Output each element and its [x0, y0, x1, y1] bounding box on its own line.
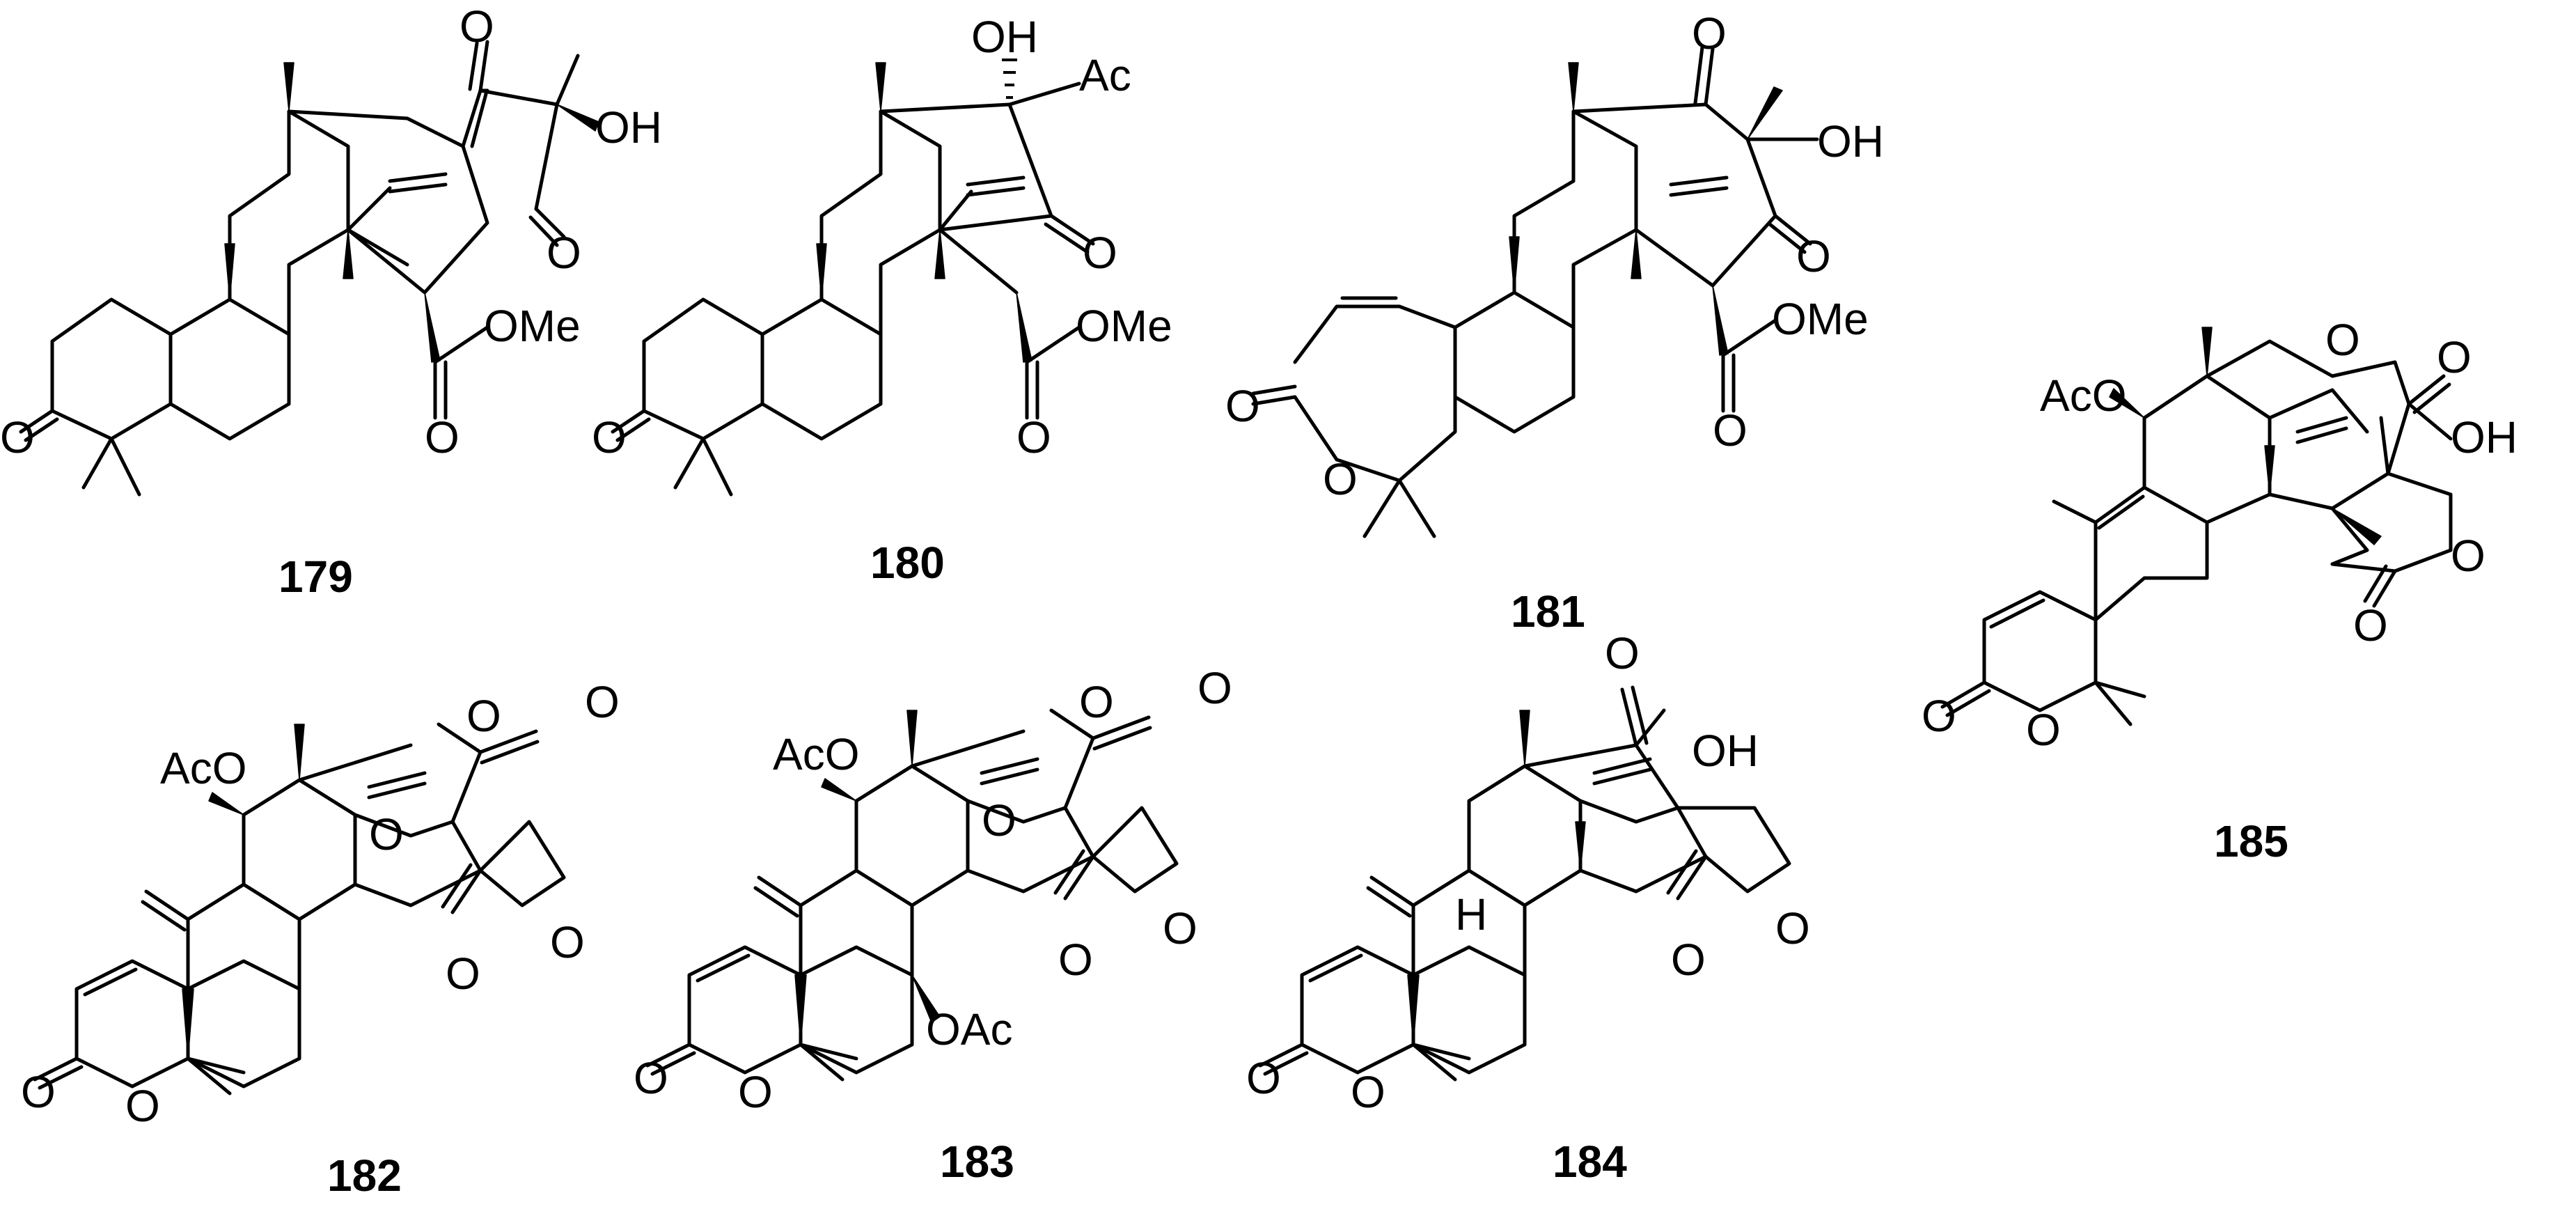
- compound-id-179: 179: [278, 552, 353, 602]
- 184-ring-oxygen-label: O: [1775, 903, 1810, 953]
- 182-oxo-label-2: O: [446, 949, 480, 999]
- 181-oxo-label-2: O: [1796, 231, 1831, 281]
- 185-ring-oxygen-label: O: [2026, 705, 2061, 755]
- compound-id-180: 180: [870, 538, 945, 588]
- 181-ester-oxo-label: O: [1713, 405, 1748, 455]
- 185-ring-oxygen-label-3: O: [2451, 531, 2485, 581]
- compound-id-185: 185: [2214, 816, 2288, 866]
- 185-oxo-label-2: O: [2353, 600, 2388, 650]
- 183-oxo-label-2: O: [1058, 935, 1093, 985]
- compound-180: OH Ac O OMe O O 180: [592, 12, 1172, 588]
- 183-ring-oxygen-label-2: O: [1163, 903, 1197, 953]
- 180-oxo-label: O: [1083, 228, 1117, 278]
- 184-oxo-label: O: [1605, 628, 1640, 678]
- 182-oxo-label: O: [585, 677, 620, 727]
- compound-id-183: 183: [940, 1137, 1014, 1187]
- 179-oxo-label-2: O: [547, 228, 581, 278]
- compound-181: O O O OH O OMe O 181: [1225, 8, 1884, 637]
- 183-acetoxy-label: AcO: [773, 729, 859, 779]
- compound-184: O OH H O O O O 184: [1246, 628, 1810, 1187]
- 185-oxo-label: O: [2437, 332, 2472, 382]
- compound-id-182: 182: [327, 1150, 402, 1201]
- 180-c3-oxo-label: O: [592, 412, 627, 462]
- compound-id-181: 181: [1511, 586, 1585, 637]
- 179-methyl-ester-label: OMe: [484, 301, 581, 351]
- 183-acetoxy-label-2: OAc: [926, 1004, 1012, 1054]
- 181-oxo-label: O: [1692, 8, 1727, 58]
- 181-methyl-ester-label: OMe: [1772, 294, 1869, 344]
- compound-185: O O AcO O O OH O O 185: [1922, 315, 2518, 866]
- 183-ring-oxygen-label: O: [1079, 677, 1114, 727]
- 182-ring-oxygen-label-3: O: [125, 1081, 160, 1131]
- 179-ester-oxo-label: O: [425, 412, 460, 462]
- 179-c3-oxo-label: O: [0, 412, 35, 462]
- compound-179: O OH O OMe O O 179: [0, 1, 662, 602]
- 185-ring-oxygen-label-2: O: [2325, 315, 2360, 365]
- 182-lactone-oxo-label: O: [21, 1067, 56, 1117]
- compound-183: AcO O O O O O OAc O O 183: [634, 663, 1232, 1187]
- 181-lactone-oxo-label: O: [1225, 381, 1260, 431]
- 183-ring-oxygen-label-3: O: [738, 1067, 773, 1117]
- compound-id-184: 184: [1553, 1137, 1627, 1187]
- 183-oxo-label: O: [1197, 663, 1232, 713]
- 180-methyl-ester-label: OMe: [1076, 301, 1172, 351]
- compound-182: AcO O O O O O O O 182: [21, 677, 620, 1201]
- 181-hydroxyl-label: OH: [1817, 116, 1884, 166]
- 180-acetyl-label: Ac: [1079, 50, 1131, 100]
- 183-lactone-oxo-label: O: [634, 1053, 668, 1103]
- 180-ester-oxo-label: O: [1016, 412, 1051, 462]
- 181-ring-oxygen-label: O: [1323, 454, 1358, 504]
- 185-lactone-oxo-label: O: [1922, 691, 1956, 741]
- 182-epoxide-oxygen-label: O: [369, 809, 404, 859]
- 184-hydrogen-label: H: [1455, 889, 1487, 939]
- 183-epoxide-oxygen-label: O: [982, 795, 1016, 845]
- 180-hydroxyl-label: OH: [971, 12, 1038, 62]
- 182-ring-oxygen-label-2: O: [550, 917, 585, 967]
- 185-hydroxyl-label: OH: [2451, 412, 2518, 462]
- 179-hydroxyl-label: OH: [595, 102, 662, 153]
- 185-acetoxy-label: AcO: [2040, 370, 2126, 421]
- 184-lactone-oxo-label: O: [1246, 1053, 1281, 1103]
- 182-ring-oxygen-label: O: [466, 691, 501, 741]
- 179-oxo-label: O: [460, 1, 494, 52]
- 182-acetoxy-label: AcO: [160, 743, 246, 793]
- 184-oxo-label-2: O: [1671, 935, 1706, 985]
- 184-ring-oxygen-label-2: O: [1351, 1067, 1385, 1117]
- 184-hydroxyl-label: OH: [1692, 726, 1759, 776]
